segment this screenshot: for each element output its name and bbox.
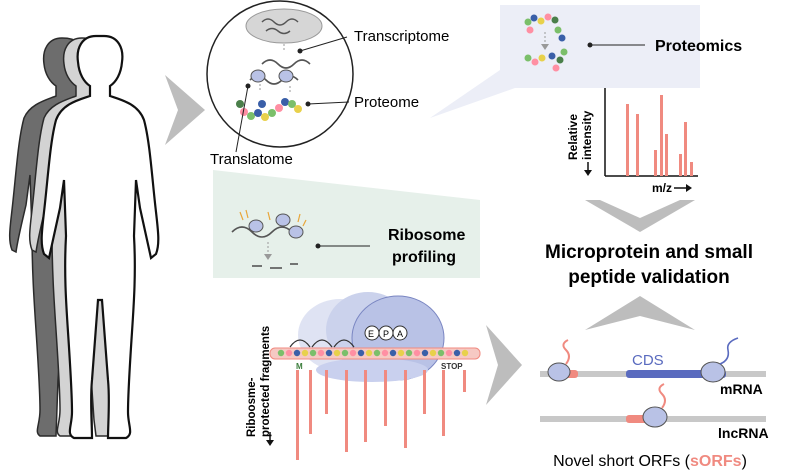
label-mrna: mRNA	[720, 381, 763, 397]
rpf-read-bar	[296, 370, 299, 460]
ms-xlabel: m/z	[652, 181, 672, 195]
ms-ylabel-line1: Relative	[566, 114, 580, 160]
site-a-circle	[392, 325, 408, 341]
ribosome-cds	[700, 361, 726, 383]
rpf-read-bar	[364, 370, 367, 442]
rpf-ylabel-line2: protected fragments	[260, 326, 272, 437]
label-transcriptome: Transcriptome	[354, 28, 449, 45]
ms-spectrum	[604, 88, 698, 177]
label-start-codon: M	[296, 362, 303, 371]
arrow-sorfs-to-validation	[585, 296, 695, 330]
arrow-body-to-riboprofiling-chevron	[486, 325, 522, 405]
ms-peak	[660, 95, 663, 176]
nascent-peptide-uorf	[562, 339, 570, 365]
peptide-beads	[236, 98, 302, 121]
nascent-peptide-lncrna	[658, 383, 666, 409]
label-stop-codon: STOP	[441, 362, 463, 371]
ms-peak	[626, 104, 629, 176]
label-novel-sorfs: Novel short ORFs (sORFs)	[553, 453, 747, 470]
rpf-read-bar	[309, 370, 312, 434]
rpf-read-bar	[423, 370, 426, 414]
rpf-read-bar	[404, 370, 407, 448]
validation-line2: peptide validation	[568, 267, 730, 288]
rpf-ylabel-line1: Riboosme-	[246, 377, 258, 437]
rpf-read-bar	[325, 370, 328, 414]
label-profiling: profiling	[392, 249, 456, 266]
ms-x-arrowhead	[686, 184, 692, 192]
arrow-body-to-omics	[165, 75, 205, 145]
sorfs-highlight: sORFs	[690, 453, 742, 470]
ribosome-small-subunit	[316, 358, 428, 382]
omics-circle	[206, 0, 354, 153]
ms-y-arrowhead	[584, 170, 592, 176]
sorfs-suffix: )	[742, 453, 747, 470]
proteomics-peptides	[524, 13, 568, 72]
proteomics-panel-bg	[430, 5, 700, 118]
nascent-peptide-cds	[719, 337, 739, 365]
arrow-ms-to-validation-notch	[600, 200, 680, 218]
rpf-detail	[269, 292, 481, 460]
rpf-read-bar	[384, 370, 387, 426]
label-lncrna: lncRNA	[718, 425, 769, 441]
ribo-profiling-illustration	[231, 209, 307, 269]
riboprofiling-panel-bg	[213, 170, 480, 278]
ms-peak	[684, 122, 687, 176]
rpf-read-bar	[463, 370, 466, 392]
rpf-reads	[296, 370, 466, 460]
sorf-schematic	[540, 337, 766, 428]
human-silhouettes	[8, 34, 160, 440]
codon-beads	[277, 349, 469, 357]
rpf-read-bar	[345, 370, 348, 452]
label-site-a: A	[397, 329, 403, 339]
label-site-e: E	[368, 329, 374, 339]
label-proteomics: Proteomics	[655, 38, 742, 55]
ms-peak	[679, 154, 682, 176]
ribosome-lncrna	[642, 406, 668, 428]
ms-peak	[690, 162, 693, 176]
label-proteome: Proteome	[354, 94, 419, 111]
label-ribosome: Ribosome	[388, 227, 465, 244]
rpf-y-arrowhead	[266, 440, 274, 446]
sorfs-prefix: Novel short ORFs (	[553, 453, 691, 470]
rpf-read-bar	[442, 370, 445, 436]
ms-ylabel-line2: intensity	[580, 110, 594, 160]
label-translatome: Translatome	[210, 151, 293, 168]
silhouette-front	[40, 34, 160, 440]
validation-line1: Microprotein and small	[545, 242, 753, 263]
ms-peak	[665, 134, 668, 176]
ms-peak	[654, 150, 657, 176]
label-site-p: P	[383, 329, 389, 339]
ms-peak	[636, 114, 639, 176]
ribosome-uorf	[547, 362, 571, 382]
ribosome-translocation-arcs	[289, 339, 355, 348]
label-cds: CDS	[632, 352, 664, 369]
